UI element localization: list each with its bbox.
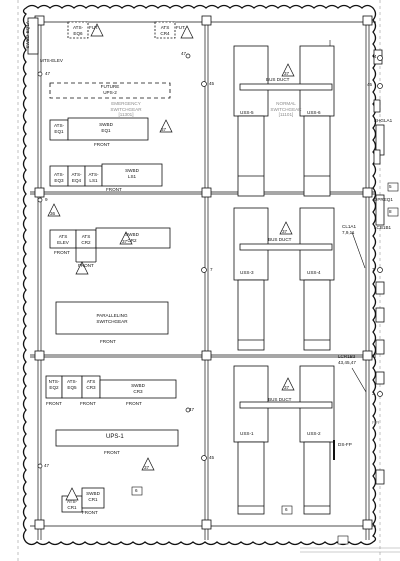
marker-37-a: 37 bbox=[161, 127, 167, 132]
ups1-label: UPS-1 bbox=[106, 434, 124, 440]
ats-eq4-label: ATS- EQ4 bbox=[71, 172, 82, 183]
fir-label: FIR bbox=[372, 420, 380, 425]
marker-4: 4 bbox=[374, 54, 377, 59]
uss3-label: USS-3 bbox=[240, 270, 254, 275]
marker-45-b: 45 bbox=[367, 82, 373, 87]
marker-37-e: 37 bbox=[282, 229, 288, 234]
lcr1b3-label: LCR1B3 43,45,47 bbox=[338, 354, 356, 365]
front-label-elev: FRONT bbox=[54, 250, 70, 255]
marker-5: 5 bbox=[389, 184, 392, 189]
ats-cr2-label: ATS CR2 bbox=[81, 234, 91, 245]
marker-45-c: 45 bbox=[209, 455, 215, 460]
marker-6-b: 6 bbox=[285, 507, 288, 512]
front-label-eq1: FRONT bbox=[94, 142, 110, 147]
marker-37-d: 37 bbox=[284, 71, 290, 76]
swbd-ls1-label: SWBD LS1 bbox=[125, 168, 139, 179]
normal-switchgear-label: NORMAL SWITCHGEAR [11101] bbox=[270, 101, 302, 118]
marker-7-a: 7 bbox=[210, 267, 213, 272]
marker-37-f: 37 bbox=[284, 385, 290, 390]
ats-cr4-fut-label: FUT. bbox=[176, 25, 186, 30]
ats-cr4-label: ATS CR4 bbox=[160, 25, 170, 36]
leaders bbox=[329, 40, 367, 393]
marker-47-d: 47 bbox=[44, 463, 50, 468]
marker-47-c: 47 bbox=[189, 407, 195, 412]
swbd-eq1a-label: SWBD-EQ1A bbox=[24, 21, 30, 49]
uss5-label: USS-5 bbox=[240, 110, 254, 115]
front-label-cr2: FRONT bbox=[78, 263, 94, 268]
swbd-cr2-label: SWBD CR2 bbox=[125, 232, 139, 243]
marker-6-a: 6 bbox=[135, 488, 138, 493]
mts-elev-label: MTS-ELEV bbox=[40, 58, 63, 63]
marker-47-a: 47 bbox=[45, 71, 51, 76]
marker-circles bbox=[37, 53, 383, 469]
ds-fp-label: DS-FP bbox=[338, 442, 352, 447]
ehgla1-label: EHGLA1 bbox=[374, 118, 393, 123]
marker-8: 8 bbox=[389, 209, 392, 214]
ats-eq6-label: ATS- EQ6 bbox=[72, 25, 84, 36]
marker-37-b: 37 bbox=[122, 239, 128, 244]
dpreq1-label: DPREQ1 bbox=[374, 197, 393, 202]
bus-duct-label-2: BUS DUCT bbox=[268, 237, 292, 242]
front-label-eq2: FRONT bbox=[46, 401, 62, 406]
uss2-label: USS-2 bbox=[307, 431, 321, 436]
cl1a1-label: CL1A1 7,9,11 bbox=[342, 224, 357, 235]
uss-bays bbox=[233, 45, 335, 515]
ats-eq1-label: ATS- EQ1 bbox=[53, 123, 65, 134]
columns bbox=[34, 15, 373, 530]
ats-elev-label: ATS ELEV bbox=[57, 234, 69, 245]
ats-eq5-label: ATS- EQ5 bbox=[66, 379, 78, 390]
swbd-cr1-label: SWBD CR1 bbox=[86, 491, 100, 502]
ats-cr3-label: ATS CR3 bbox=[86, 379, 96, 390]
nts-eq2-label: NTS- EQ2 bbox=[48, 379, 60, 390]
marker-47-b: 47 bbox=[181, 51, 187, 56]
revision-cloud bbox=[22, 4, 377, 546]
bus-duct-label-3: BUS DUCT bbox=[268, 397, 292, 402]
swbd-eq1-label: SWBD EQ1 bbox=[99, 122, 113, 133]
front-label-cr3b: FRONT bbox=[126, 401, 142, 406]
lcb1b1-label: LCB1B1 bbox=[374, 225, 392, 230]
front-label-paralleling: FRONT bbox=[100, 339, 116, 344]
right-wall bbox=[333, 49, 385, 485]
marker-3: 3 bbox=[372, 391, 375, 396]
future-ups2-label: FUTURE UPS-2 bbox=[100, 84, 120, 95]
bus-duct-label-1: BUS DUCT bbox=[266, 77, 290, 82]
ats-eq6-fut-label: FUT. bbox=[89, 25, 99, 30]
paralleling-switchgear-label: PARALLELING SWITCHGEAR bbox=[96, 313, 128, 324]
uss4-label: USS-4 bbox=[307, 270, 321, 275]
marker-45-a: 45 bbox=[209, 81, 215, 86]
marker-7-b: 7 bbox=[372, 267, 375, 272]
marker-36: 36 bbox=[50, 211, 56, 216]
ats-ls1-label: ATS- LS1 bbox=[88, 172, 99, 183]
tag-boxes bbox=[131, 182, 399, 545]
emergency-switchgear-label: EMERGENCY SWITCHGEAR [11301] bbox=[110, 101, 142, 118]
marker-37-c: 37 bbox=[144, 465, 150, 470]
revision-triangles bbox=[47, 23, 295, 501]
ats-eq3-label: ATS- EQ3 bbox=[53, 172, 65, 183]
front-label-cr3a: FRONT bbox=[80, 401, 96, 406]
marker-9: 9 bbox=[45, 197, 48, 202]
swbd-cr3-label: SWBD CR3 bbox=[131, 383, 145, 394]
uss6-label: USS-6 bbox=[307, 110, 321, 115]
ats-cr1-label: ATS- CR1 bbox=[66, 499, 78, 510]
uss1-label: USS-1 bbox=[240, 431, 254, 436]
front-label-ls1: FRONT bbox=[106, 187, 122, 192]
front-label-cr1: FRONT bbox=[82, 510, 98, 515]
front-label-ups1: FRONT bbox=[104, 450, 120, 455]
